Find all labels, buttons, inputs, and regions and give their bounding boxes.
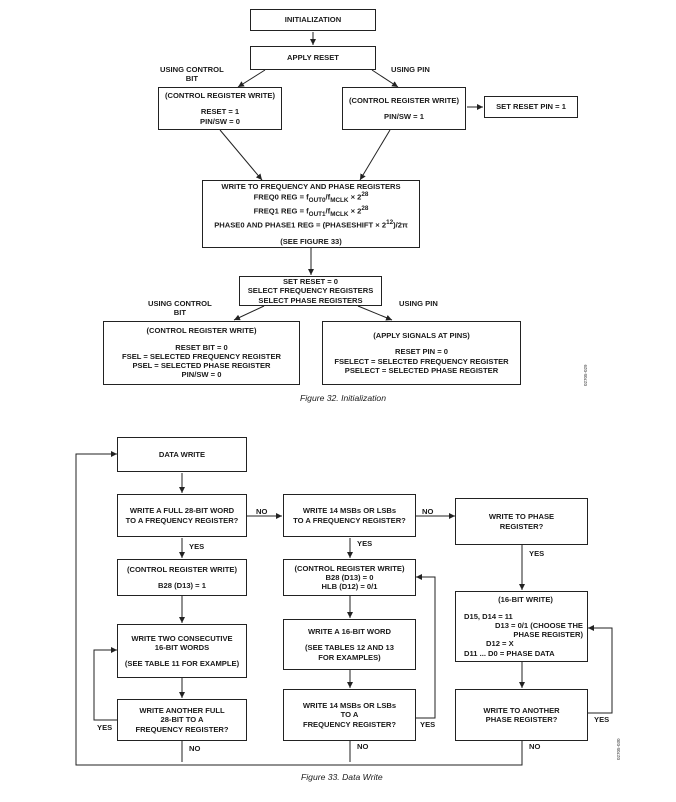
apply-reset-text: APPLY RESET bbox=[287, 53, 339, 63]
no-label-another-full: NO bbox=[189, 744, 201, 753]
data-write-text: DATA WRITE bbox=[158, 449, 206, 459]
write-freq-phase-box: WRITE TO FREQUENCY AND PHASE REGISTERS F… bbox=[202, 180, 420, 248]
yes-label-q28: YES bbox=[189, 542, 205, 551]
apply-signals-line-1: (APPLY SIGNALS AT PINS) bbox=[373, 331, 470, 340]
ctrl-b28-0-box: (CONTROL REGISTER WRITE) B28 (D13) = 0 H… bbox=[283, 559, 416, 596]
phase-formula: PHASE0 AND PHASE1 REG = (PHASESHIFT × 21… bbox=[214, 218, 408, 230]
no-label-another-phase: NO bbox=[529, 742, 541, 751]
control-register-write-box: (CONTROL REGISTER WRITE) RESET = 1 PIN/S… bbox=[158, 87, 282, 130]
q-14msb-box: WRITE 14 MSBs OR LSBs TO A FREQUENCY REG… bbox=[283, 494, 416, 537]
write-freq-phase-line-1: WRITE TO FREQUENCY AND PHASE REGISTERS bbox=[221, 182, 401, 192]
phase-write-box: (16-BIT WRITE) D15, D14 = 11 D13 = 0/1 (… bbox=[455, 591, 588, 662]
write-two-words-box: WRITE TWO CONSECUTIVE 16-BIT WORDS (SEE … bbox=[117, 624, 247, 678]
yes-label-another-full: YES bbox=[97, 723, 113, 732]
label-using-pin-text: USING PIN bbox=[391, 65, 430, 74]
ctrl-pin-line-3: PIN/SW = 1 bbox=[384, 112, 424, 121]
ctrl2-line-6: PIN/SW = 0 bbox=[181, 370, 222, 380]
initialization-text: INITIALIZATION bbox=[284, 15, 342, 25]
ctrl2-line-5: PSEL = SELECTED PHASE REGISTER bbox=[132, 361, 271, 371]
set-reset-pin-box: SET RESET PIN = 1 bbox=[484, 96, 578, 118]
label-using-control-bit-2: USING CONTROL BIT bbox=[148, 299, 212, 317]
yes-label-phase: YES bbox=[529, 549, 545, 558]
no-label-q14-again: NO bbox=[357, 742, 369, 751]
arrow-anotherphase-yes-loop bbox=[588, 625, 613, 714]
ctrl2-line-4: FSEL = SELECTED FREQUENCY REGISTER bbox=[121, 351, 281, 361]
q-another-full-box: WRITE ANOTHER FULL 28-BIT TO A FREQUENCY… bbox=[117, 699, 247, 741]
set-reset-0-line-3: SELECT PHASE REGISTERS bbox=[258, 295, 363, 305]
apply-signals-line-5: PSELECT = SELECTED PHASE REGISTER bbox=[344, 365, 499, 375]
yes-label-another-phase: YES bbox=[594, 715, 610, 724]
arrow-ctrl-to-write bbox=[219, 129, 263, 181]
label-using-control-bit: USING CONTROL BIT bbox=[160, 65, 224, 83]
yes-label-q14-again: YES bbox=[420, 720, 436, 729]
apply-signals-line-4: FSELECT = SELECTED FREQUENCY REGISTER bbox=[334, 356, 509, 366]
q-phase-box: WRITE TO PHASE REGISTER? bbox=[455, 498, 588, 545]
control-register-write-2-box: (CONTROL REGISTER WRITE) RESET BIT = 0 F… bbox=[103, 321, 300, 385]
figure-32-id-code: 02705-029 bbox=[583, 364, 588, 386]
freq0-formula: FREQ0 REG = fOUT0/fMCLK × 228 bbox=[253, 191, 369, 205]
set-reset-0-box: SET RESET = 0 SELECT FREQUENCY REGISTERS… bbox=[239, 276, 382, 306]
arrow-reset-to-ctrl bbox=[237, 69, 266, 88]
arrow-pin-to-write bbox=[359, 129, 391, 181]
ctrl-pin-line-1: (CONTROL REGISTER WRITE) bbox=[349, 95, 459, 105]
q-full-28bit-box: WRITE A FULL 28-BIT WORD TO A FREQUENCY … bbox=[117, 494, 247, 537]
no-label-q28: NO bbox=[256, 507, 268, 516]
q-another-phase-box: WRITE TO ANOTHER PHASE REGISTER? bbox=[455, 689, 588, 741]
write-16bit-word-box: WRITE A 16-BIT WORD (SEE TABLES 12 AND 1… bbox=[283, 619, 416, 670]
label-using-pin-2: USING PIN bbox=[399, 299, 438, 308]
arrow-another-yes-loop bbox=[93, 647, 117, 721]
ctrl-line-4: PIN/SW = 0 bbox=[200, 116, 240, 126]
control-register-write-pin-box: (CONTROL REGISTER WRITE) PIN/SW = 1 bbox=[342, 87, 466, 130]
ctrl-line-1: (CONTROL REGISTER WRITE) bbox=[165, 91, 275, 101]
arrow-setreset0-to-pins bbox=[357, 305, 393, 321]
arrow-reset-to-pin bbox=[371, 69, 399, 88]
yes-label-q14: YES bbox=[357, 539, 373, 548]
set-reset-0-line-1: SET RESET = 0 bbox=[282, 277, 339, 287]
freq1-formula: FREQ1 REG = fOUT1/fMCLK × 228 bbox=[253, 205, 369, 219]
ctrl2-line-1: (CONTROL REGISTER WRITE) bbox=[146, 326, 257, 336]
apply-signals-box: (APPLY SIGNALS AT PINS) RESET PIN = 0 FS… bbox=[322, 321, 521, 385]
label-using-control-bit-1: USING CONTROL bbox=[160, 65, 224, 74]
figure-33-id-code: 02705-030 bbox=[616, 738, 621, 760]
arrow-setreset0-to-ctrl2 bbox=[233, 305, 265, 321]
apply-reset-box: APPLY RESET bbox=[250, 46, 376, 70]
ctrl2-line-3: RESET BIT = 0 bbox=[175, 342, 228, 352]
data-write-box: DATA WRITE bbox=[117, 437, 247, 472]
no-label-q14: NO bbox=[422, 507, 434, 516]
return-line-to-datawrite bbox=[75, 451, 523, 766]
ctrl-b28-1-box: (CONTROL REGISTER WRITE) B28 (D13) = 1 bbox=[117, 559, 247, 596]
set-reset-pin-text: SET RESET PIN = 1 bbox=[496, 102, 566, 112]
ctrl-line-3: RESET = 1 bbox=[200, 107, 240, 117]
figure-33-caption: Figure 33. Data Write bbox=[301, 772, 383, 782]
initialization-box: INITIALIZATION bbox=[250, 9, 376, 31]
see-figure-33: (SEE FIGURE 33) bbox=[280, 236, 342, 246]
set-reset-0-line-2: SELECT FREQUENCY REGISTERS bbox=[247, 286, 374, 296]
figure-32-caption: Figure 32. Initialization bbox=[300, 393, 386, 403]
q-14msb-again-box: WRITE 14 MSBs OR LSBs TO A FREQUENCY REG… bbox=[283, 689, 416, 741]
label-using-pin: USING PIN bbox=[391, 65, 430, 75]
apply-signals-line-3: RESET PIN = 0 bbox=[395, 347, 448, 357]
arrow-q14again-yes-loop bbox=[416, 574, 436, 719]
label-using-control-bit-2: BIT bbox=[185, 73, 198, 83]
